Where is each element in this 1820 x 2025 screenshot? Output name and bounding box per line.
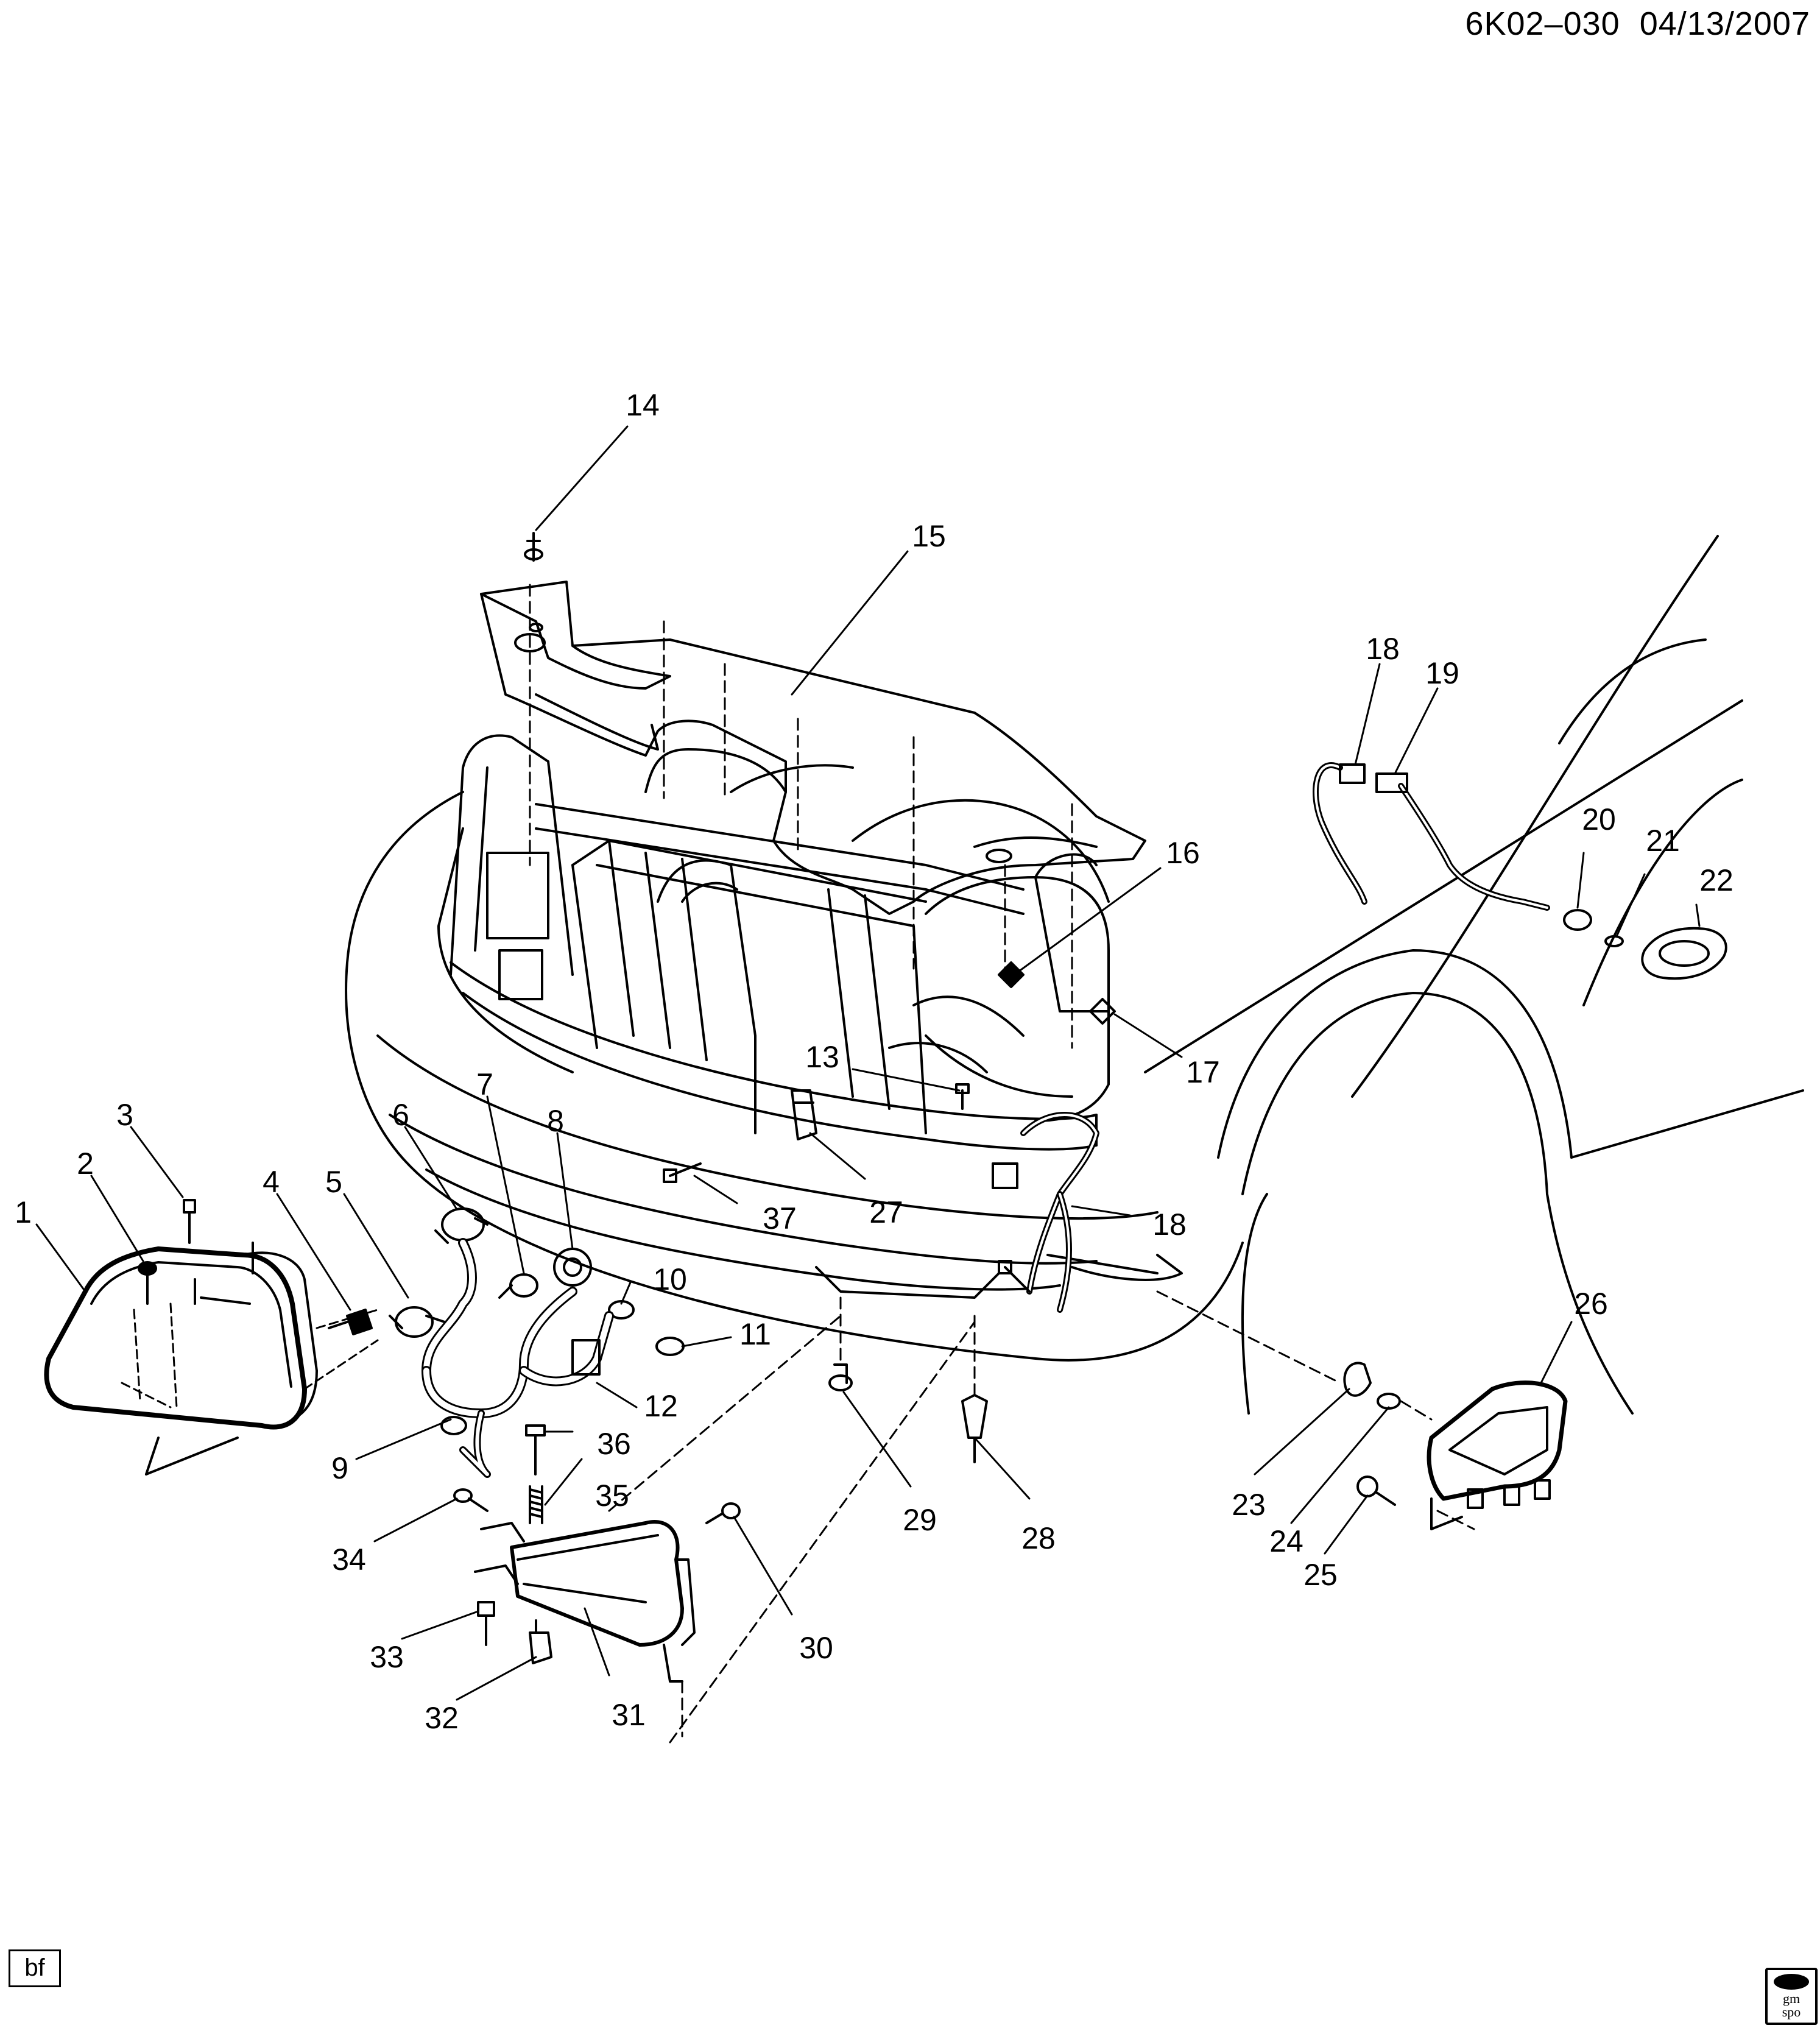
gm-spo-logo: gm spo (1765, 1968, 1818, 2025)
callout-14: 14 (626, 388, 660, 422)
callout-2: 2 (77, 1147, 94, 1181)
callout-23: 23 (1232, 1488, 1266, 1522)
callout-12: 12 (644, 1389, 678, 1423)
callout-1: 1 (15, 1195, 32, 1229)
spring-35 (529, 1485, 543, 1524)
callout-20: 20 (1582, 802, 1616, 836)
screw-34 (453, 1488, 489, 1512)
callout-36: 36 (597, 1427, 631, 1461)
callout-27: 27 (869, 1195, 903, 1229)
bolt (183, 1199, 196, 1244)
front-harness-lower (992, 1112, 1099, 1313)
socket-23 (1343, 1362, 1372, 1397)
callout-21: 21 (1646, 824, 1680, 858)
callout-7: 7 (476, 1067, 493, 1101)
radiator-support (450, 734, 1110, 1134)
bolt-36 (525, 1424, 546, 1475)
footer-tag: bf (9, 1949, 61, 1987)
nut-33 (477, 1601, 495, 1646)
clip-32 (529, 1619, 552, 1664)
callout-19: 19 (1425, 656, 1459, 690)
nut (138, 1261, 157, 1305)
callout-9: 9 (331, 1451, 348, 1485)
callout-11: 11 (739, 1317, 771, 1351)
clip-16 (998, 961, 1025, 988)
headlamp-assembly (44, 1242, 379, 1475)
callout-10: 10 (653, 1262, 687, 1296)
callout-28: 28 (1021, 1521, 1056, 1555)
headlamp-bulb (389, 1306, 446, 1338)
logo-line-1: gm (1782, 1991, 1801, 2006)
lower-bracket-31 (474, 1520, 696, 1683)
callout-29: 29 (903, 1503, 937, 1537)
push-retainer-29 (828, 1363, 853, 1391)
clip-17 (1089, 998, 1116, 1025)
callout-30: 30 (799, 1631, 833, 1665)
callout-8: 8 (547, 1104, 564, 1138)
diagram-header: 6K02–030 04/13/2007 (1465, 5, 1810, 43)
retainer-lines (839, 1296, 976, 1396)
bolt-13 (955, 1083, 970, 1110)
callout-34: 34 (332, 1543, 366, 1577)
bolt-37 (663, 1162, 702, 1183)
vehicle-body (345, 535, 1804, 1415)
callout-15: 15 (912, 519, 946, 553)
callout-22: 22 (1699, 863, 1734, 897)
side-marker-socket (498, 1273, 538, 1299)
bulb-24 (1377, 1393, 1401, 1410)
adjuster (328, 1309, 373, 1335)
push-pin-14 (524, 532, 543, 562)
ambient-sensor (791, 1089, 817, 1140)
side-marker-harness (1313, 762, 1550, 911)
fog-lamp-26 (1427, 1380, 1568, 1530)
callout-37: 37 (763, 1201, 797, 1235)
callout-5: 5 (325, 1165, 342, 1199)
callout-26: 26 (1574, 1287, 1608, 1321)
callout-18-upper: 18 (1366, 632, 1400, 666)
marker-bulb (440, 1416, 467, 1435)
callout-24: 24 (1269, 1524, 1303, 1558)
callout-25: 25 (1303, 1558, 1338, 1592)
callout-17: 17 (1186, 1055, 1220, 1089)
callout-6: 6 (392, 1098, 409, 1132)
fastener-alignment-lines (529, 584, 1073, 1049)
callout-33: 33 (370, 1640, 404, 1674)
callout-3: 3 (116, 1098, 133, 1132)
side-marker-bulb (655, 1337, 685, 1356)
callout-31: 31 (612, 1698, 646, 1732)
callout-35: 35 (595, 1479, 629, 1513)
side-marker-socket-20 (1563, 909, 1592, 931)
logo-oval (1774, 1974, 1809, 1990)
callout-4: 4 (263, 1165, 280, 1199)
push-retainer-28 (961, 1394, 988, 1463)
lower-bracket-lines (608, 1315, 976, 1744)
diagram-code: 6K02–030 (1465, 5, 1620, 42)
logo-line-2: spo (1782, 2004, 1801, 2020)
turn-signal-socket (553, 1248, 592, 1287)
diagram-date: 04/13/2007 (1639, 5, 1810, 42)
headlamp-wiring-harness (421, 1238, 614, 1478)
callout-16: 16 (1166, 836, 1200, 870)
callout-13: 13 (805, 1040, 839, 1074)
parking-bulb (608, 1300, 635, 1320)
callout-18-lower: 18 (1152, 1207, 1187, 1242)
high-beam-bulb (434, 1207, 489, 1244)
leader-lines (35, 425, 1701, 1701)
fastener-30 (705, 1502, 741, 1524)
side-marker-lamp-22 (1641, 927, 1727, 980)
side-marker-bulb-21 (1604, 935, 1624, 947)
callout-32: 32 (425, 1701, 459, 1735)
upper-support-cover (480, 581, 1146, 915)
fog-lamp-lines (1156, 1290, 1475, 1530)
